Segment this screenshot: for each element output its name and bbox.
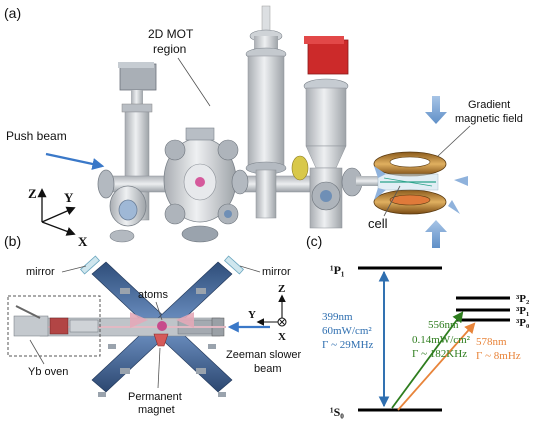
level-3p0-label: ³P₀ xyxy=(516,317,530,329)
axes-a: Z Y X xyxy=(28,186,88,249)
t399-intensity: 60mW/cm² xyxy=(322,325,372,337)
permanent-magnet-shape xyxy=(153,333,169,347)
axis-b-x-label: X xyxy=(278,331,286,343)
level-3p2-label: ³P₂ xyxy=(516,293,530,305)
panel-b-tag: (b) xyxy=(4,233,21,249)
coil-assembly xyxy=(373,151,447,215)
gradient-label-2: magnetic field xyxy=(455,113,523,125)
permanent-magnet-label-2: magnet xyxy=(138,404,175,416)
push-beam-arrow xyxy=(45,152,105,170)
gradient-leader-line xyxy=(437,125,471,157)
axis-a-z-label: Z xyxy=(28,186,37,201)
atoms-label: atoms xyxy=(138,289,168,301)
beam-arrow-left-bottom-icon xyxy=(374,188,386,200)
mot-chamber xyxy=(163,127,249,243)
level-1p1-label: ¹P₁ xyxy=(330,263,345,277)
beam-arrow-down-icon xyxy=(425,96,447,124)
push-beam-label: Push beam xyxy=(6,129,67,143)
permanent-magnet-label-1: Permanent xyxy=(128,391,182,403)
central-column xyxy=(245,5,287,219)
panel-a-tag: (a) xyxy=(4,5,21,21)
t399-linewidth: Γ ~ 29MHz xyxy=(322,339,374,351)
mot-region-label-2: region xyxy=(153,42,186,56)
mirror-left-label: mirror xyxy=(26,266,55,278)
yb-oven-box xyxy=(7,295,101,357)
transition-578-arrow xyxy=(397,322,476,411)
axis-a-x-label: X xyxy=(78,234,88,249)
panel-a: (a) xyxy=(4,5,523,249)
gradient-label-1: Gradient xyxy=(468,99,510,111)
mirror-left-shape xyxy=(79,255,101,275)
atoms-marker xyxy=(157,321,167,331)
t556-wavelength: 556nm xyxy=(428,319,459,331)
beam-arrow-left-top-icon xyxy=(374,166,386,178)
t578-wavelength: 578nm xyxy=(476,336,507,348)
cell-leader-line xyxy=(383,185,401,217)
panel-c-tag: (c) xyxy=(306,233,322,249)
transition-556-arrow xyxy=(391,311,464,409)
zeeman-label-2: beam xyxy=(254,363,282,375)
t556-intensity: 0.14mW/cm² xyxy=(412,334,471,346)
cell-label: cell xyxy=(368,216,388,231)
axis-b-z-label: Z xyxy=(278,283,285,295)
mirror-right-label: mirror xyxy=(262,266,291,278)
yb-oven-label: Yb oven xyxy=(28,366,68,378)
beam-arrow-up-icon xyxy=(425,220,447,248)
beam-arrow-right-bottom-icon xyxy=(448,200,460,214)
beam-arrow-right-icon xyxy=(454,176,468,186)
mot-region-label-1: 2D MOT xyxy=(148,27,194,41)
zeeman-label-1: Zeeman slower xyxy=(226,349,302,361)
right-tower xyxy=(291,36,378,229)
mot-leader-line xyxy=(177,57,211,107)
axis-a-y-label: Y xyxy=(64,190,74,205)
mirror-right-shape xyxy=(223,255,245,275)
t578-linewidth: Γ ~ 8mHz xyxy=(476,350,521,362)
cross-flanges xyxy=(98,288,226,397)
level-1s0-label: ¹S₀ xyxy=(330,405,344,419)
panel-b: (b) xyxy=(4,233,302,416)
level-3p1-label: ³P₁ xyxy=(516,305,529,317)
panel-c: (c) ¹P₁ ¹S₀ ³P₂ ³P₁ ³P₀ 399nm 60mW/cm² Γ… xyxy=(306,233,530,419)
t556-linewidth: Γ ~ 182KHz xyxy=(412,348,467,360)
mot-beam-arrows xyxy=(374,96,468,248)
axes-b: Z Y X xyxy=(248,283,287,343)
axis-b-y-label: Y xyxy=(248,309,256,321)
t399-wavelength: 399nm xyxy=(322,311,353,323)
